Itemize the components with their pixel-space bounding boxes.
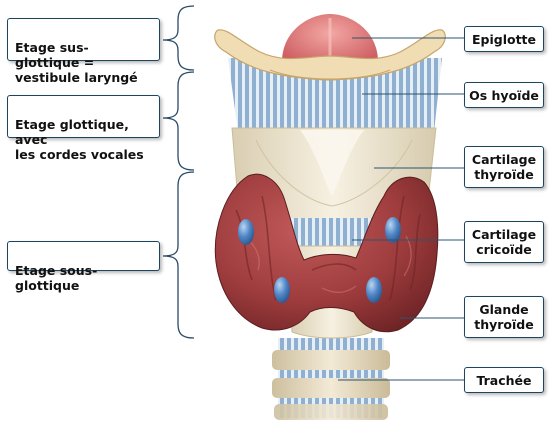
- trachea: [272, 338, 390, 420]
- label-glottic-stage: Etage glottique, avec les cordes vocales: [7, 95, 160, 138]
- label-thyroid-cartilage-text: Cartilage thyroïde: [472, 152, 536, 182]
- label-hyoid-bone: Os hyoïde: [464, 82, 544, 108]
- label-epiglottis: Epiglotte: [464, 26, 544, 52]
- label-epiglottis-text: Epiglotte: [472, 32, 536, 47]
- brace-glottic: [163, 72, 194, 170]
- label-thyroid-gland-text: Glande thyroïde: [474, 302, 534, 332]
- stage-braces: [163, 6, 194, 338]
- label-hyoid-bone-text: Os hyoïde: [469, 88, 539, 103]
- label-thyroid-gland: Glande thyroïde: [464, 296, 544, 338]
- label-glottic-text: Etage glottique, avec les cordes vocales: [15, 117, 152, 162]
- label-trachea: Trachée: [464, 367, 544, 393]
- label-supraglottic-text: Etage sus-glottique = vestibule laryngé: [15, 40, 152, 85]
- label-thyroid-cartilage: Cartilage thyroïde: [464, 146, 544, 188]
- label-subglottic-text: Etage sous-glottique: [15, 263, 152, 293]
- label-cricoid-cartilage-text: Cartilage cricoïde: [472, 227, 536, 257]
- label-cricoid-cartilage: Cartilage cricoïde: [464, 221, 544, 263]
- brace-supraglottic: [163, 6, 194, 70]
- label-trachea-text: Trachée: [476, 373, 531, 388]
- label-subglottic-stage: Etage sous-glottique: [7, 241, 160, 271]
- brace-subglottic: [163, 172, 194, 338]
- label-supraglottic-stage: Etage sus-glottique = vestibule laryngé: [7, 18, 160, 61]
